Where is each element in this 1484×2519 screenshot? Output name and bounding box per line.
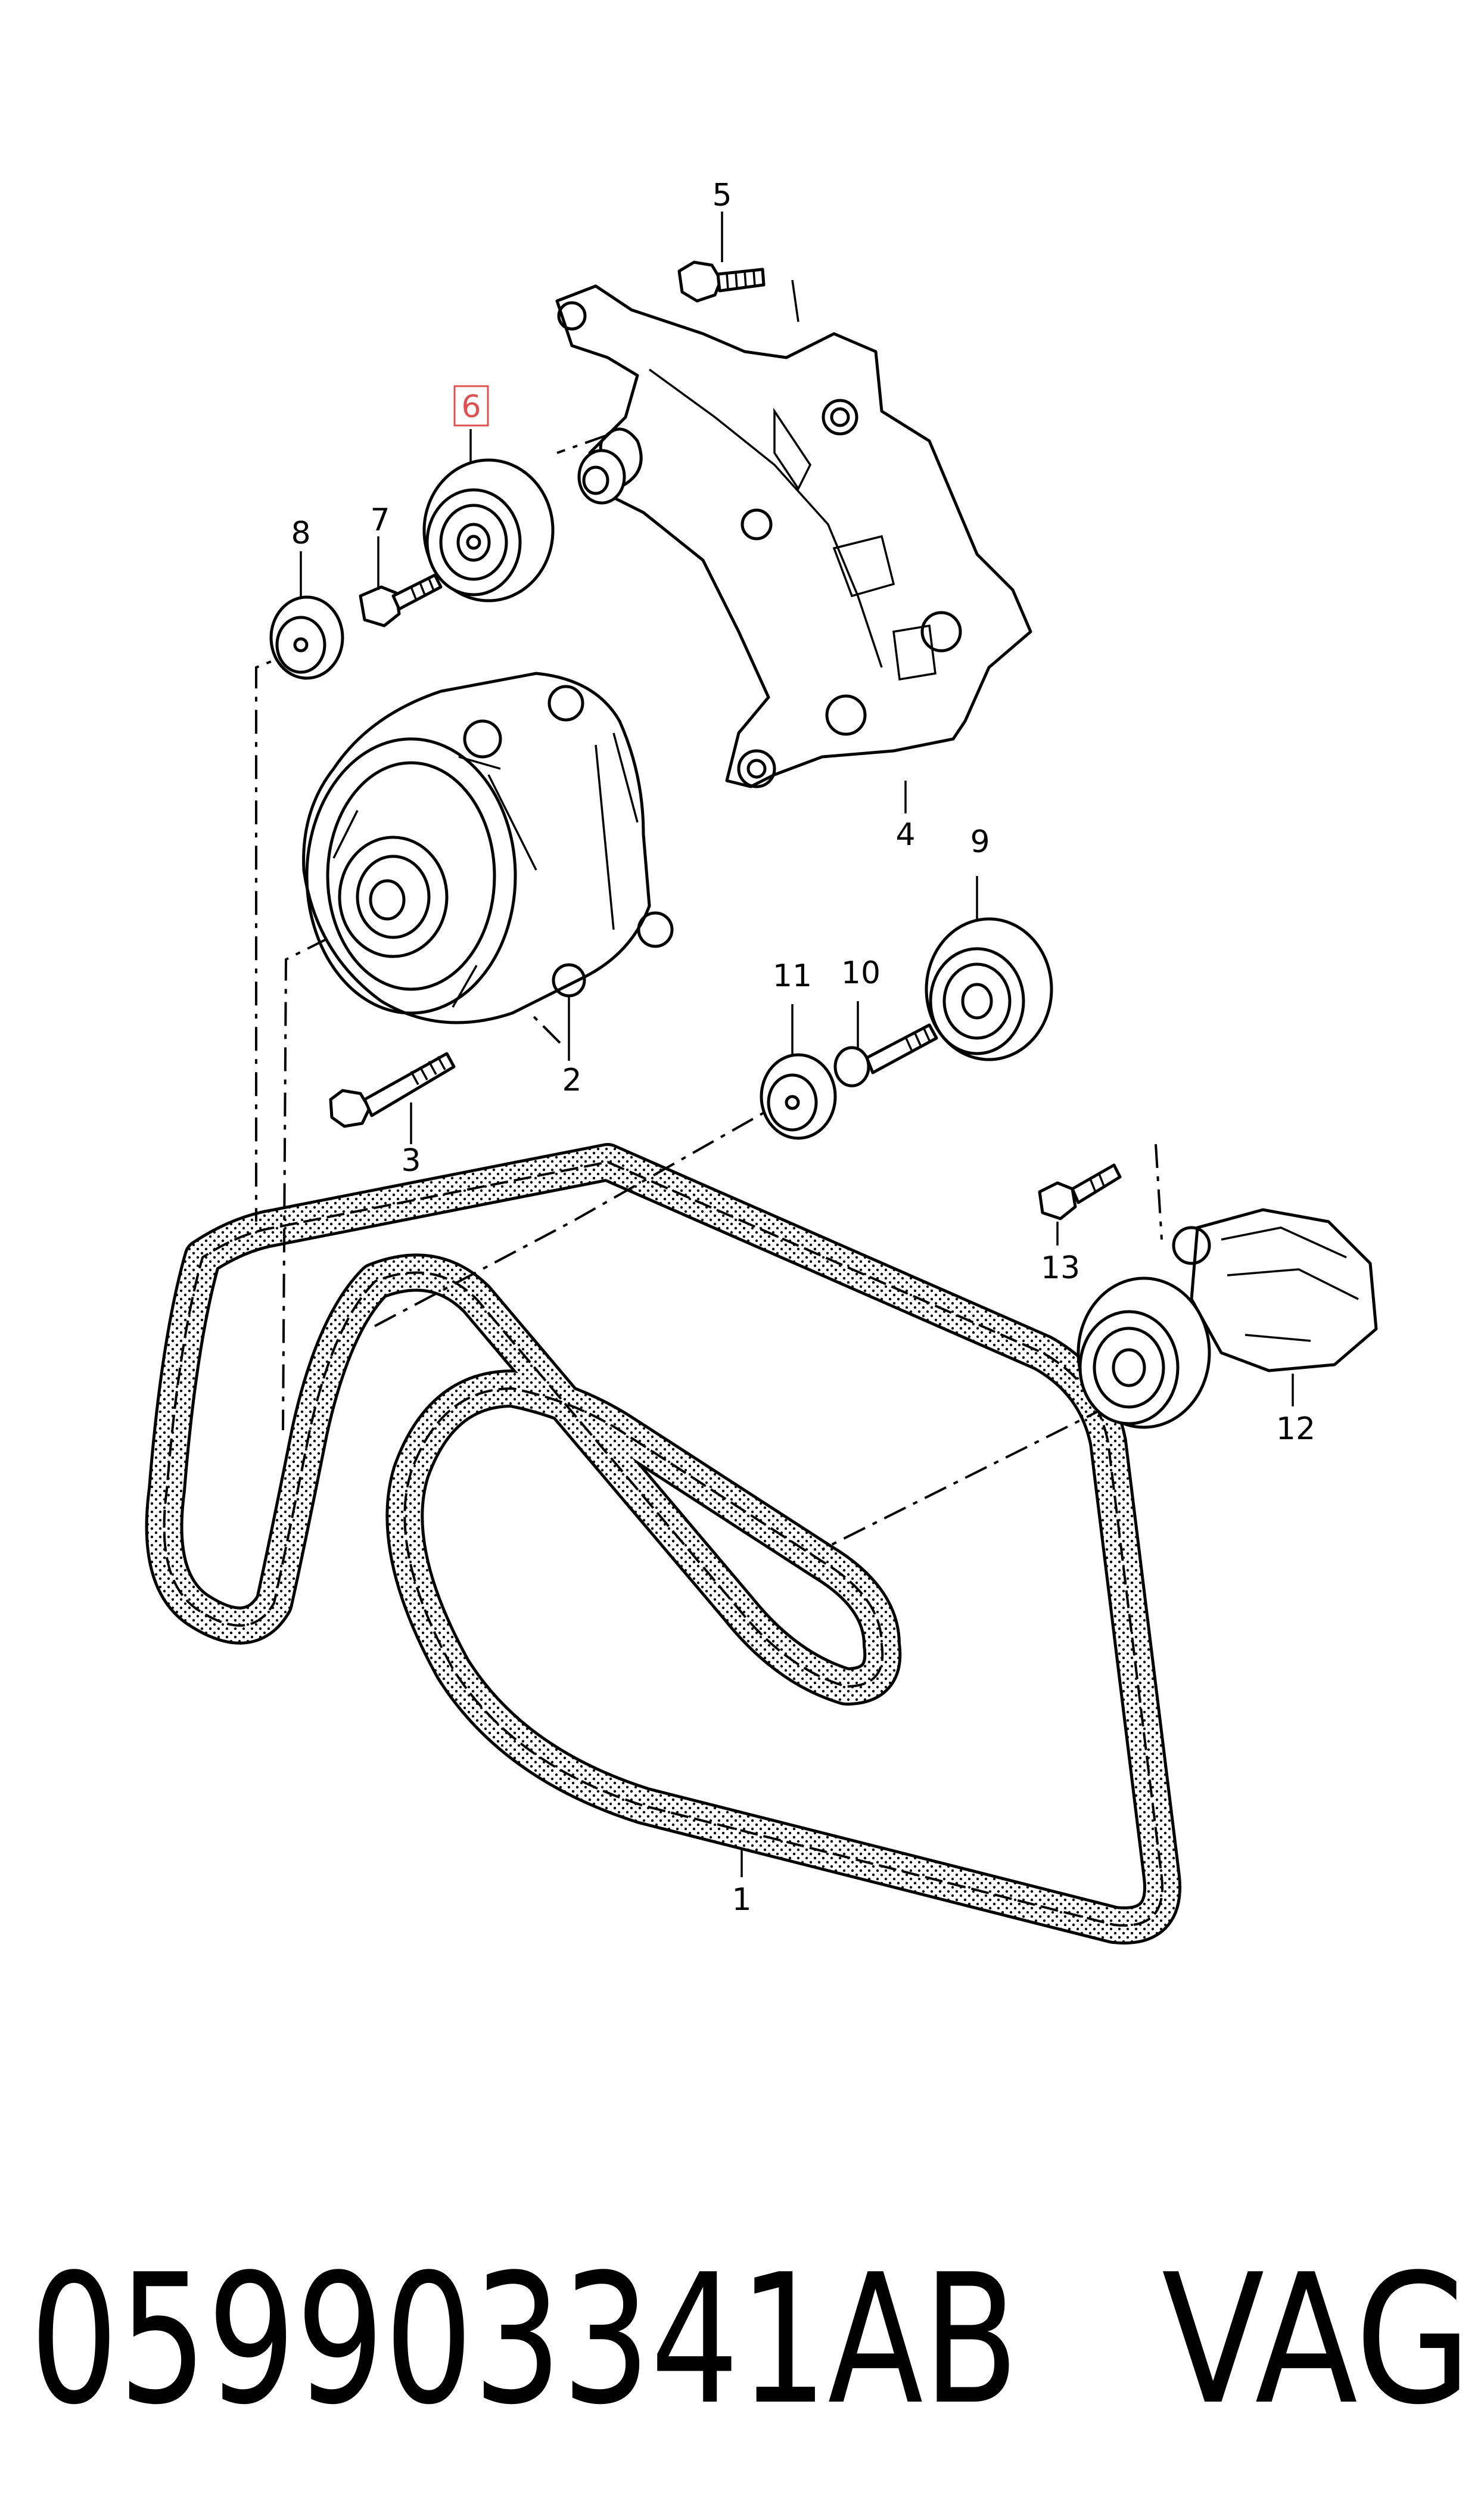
callout-labels: 5 6 7 8 4 9 10 11 2 3 13 12 1 [291,178,1315,1918]
bolt-5 [677,260,766,303]
cap-8 [269,595,344,680]
callout-2: 2 [562,1063,581,1098]
callout-3: 3 [401,1143,421,1179]
cap-11 [760,1053,837,1140]
brand-label: VAG [1162,2236,1471,2444]
callout-1: 1 [732,1882,751,1918]
bolt-13 [1038,1163,1122,1220]
callout-7: 7 [370,502,390,538]
callout-5: 5 [712,178,732,213]
idler-pulley-6 [422,458,555,602]
callout-11: 11 [773,958,812,994]
callout-4: 4 [895,817,915,853]
callout-6: 6 [461,389,481,425]
part-number: 059903341AB [30,2236,1019,2444]
ribbed-belt [145,1143,1181,1945]
callout-13: 13 [1041,1250,1080,1286]
bracket [555,284,1032,788]
bolt-10 [833,1023,938,1088]
tensioner-12 [1077,1208,1378,1429]
callout-12: 12 [1276,1411,1315,1447]
leader-lines [300,212,1294,1877]
alternator [302,672,674,1024]
footer: 059903341AB VAG [30,2236,1471,2444]
callout-10: 10 [841,955,881,991]
callout-8: 8 [291,515,310,551]
callout-6-highlight [453,385,489,427]
callout-9: 9 [970,824,990,860]
idler-pulley-9 [925,917,1053,1061]
bolt-3 [329,1052,456,1128]
bolt-7 [359,573,443,628]
bushing [577,449,626,505]
